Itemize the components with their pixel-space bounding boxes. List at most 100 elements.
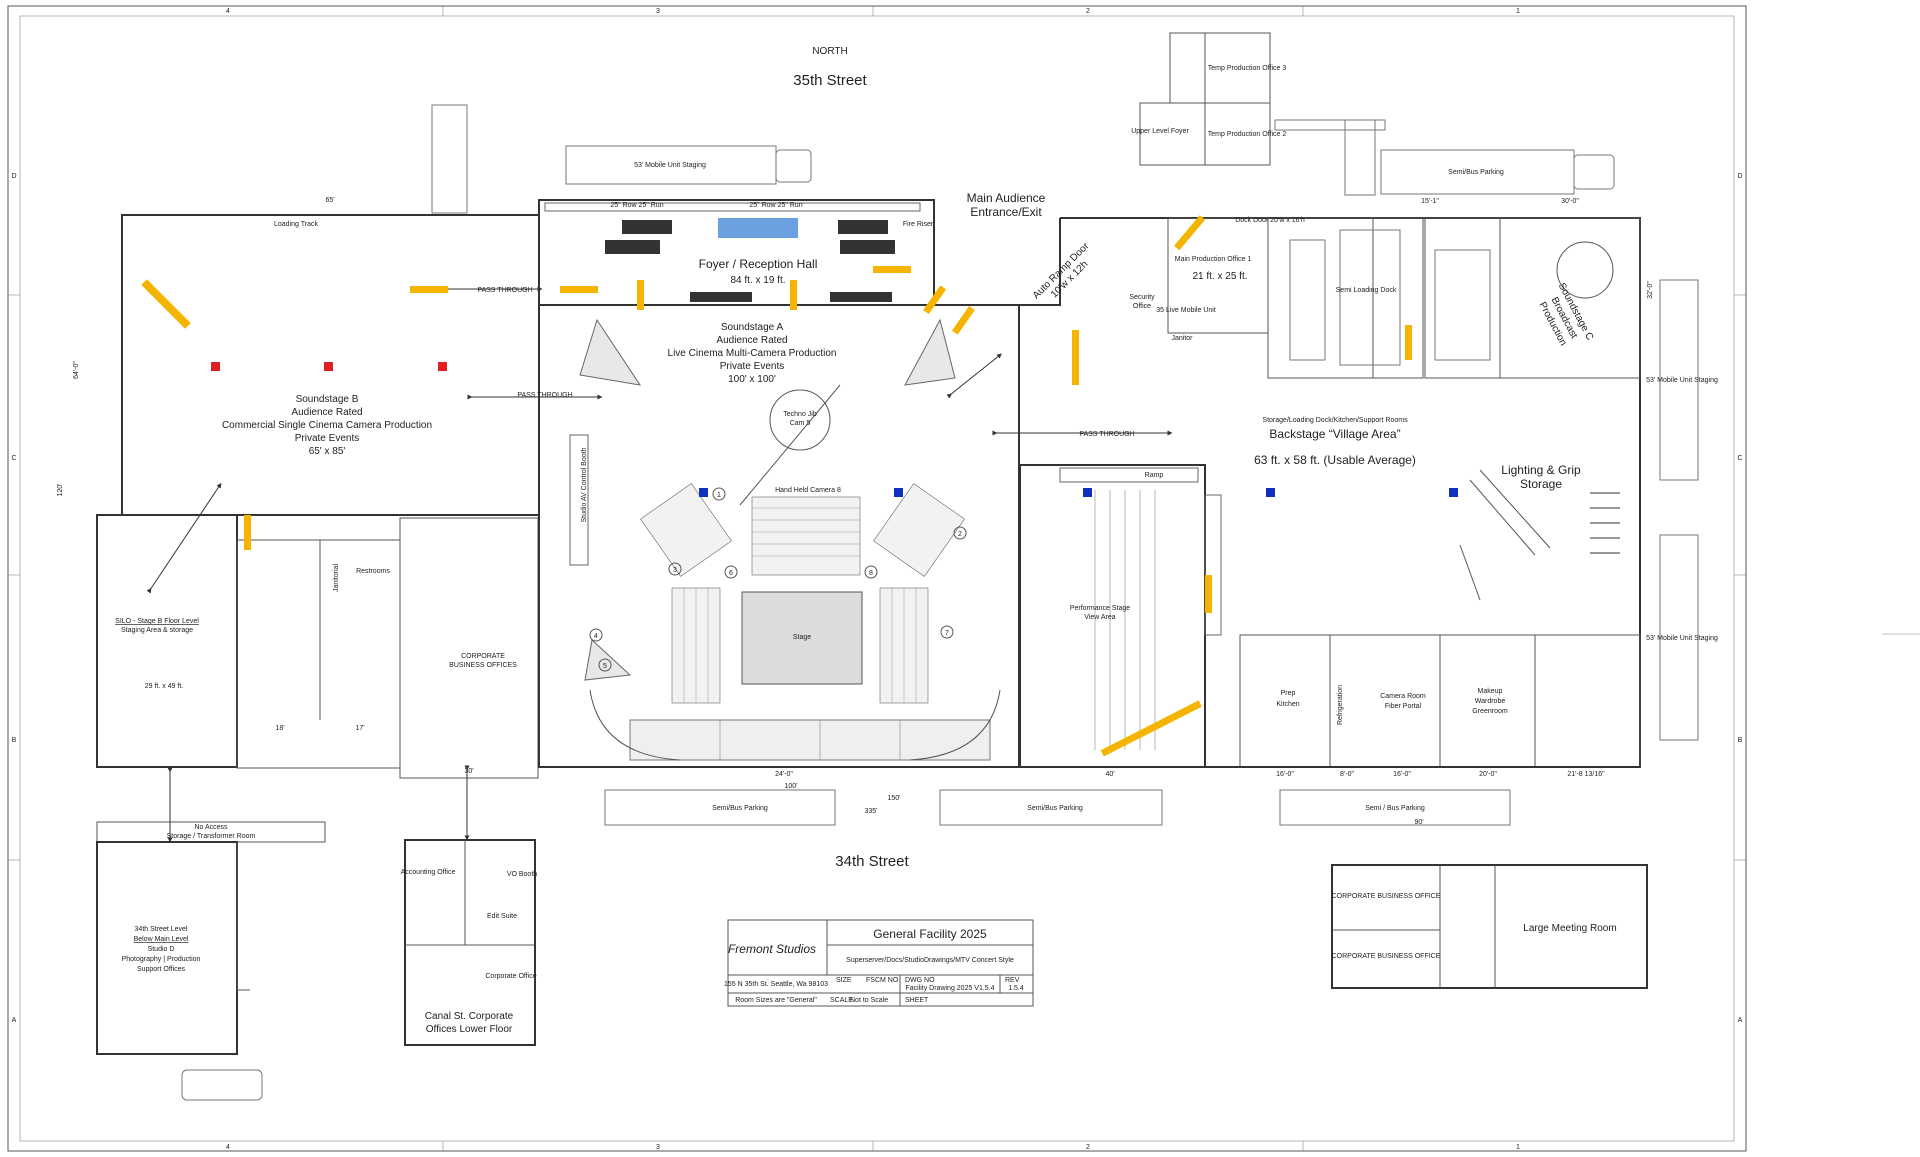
- row-label: A: [1738, 1017, 1743, 1024]
- red-markers: [211, 362, 447, 371]
- dimension-label: 32'-0": [1647, 281, 1654, 299]
- room-size-note: Room Sizes are "General": [735, 997, 817, 1004]
- camera-room-label: Fiber Portal: [1385, 703, 1422, 710]
- blue-markers: [699, 488, 1458, 497]
- camera-marker: 6: [724, 565, 738, 579]
- foyer-labels: Foyer / Reception Hall 84 ft. x 19 ft.: [699, 257, 818, 286]
- prep-kitchen-label: Prep: [1281, 690, 1296, 697]
- north-marker: NORTH: [812, 46, 847, 57]
- flow-arrow: [923, 285, 947, 315]
- backstage-size: 63 ft. x 58 ft. (Usable Average): [1254, 453, 1416, 467]
- scale-value: Not to Scale: [850, 997, 888, 1004]
- studio-d-label: Photography | Production: [122, 956, 201, 963]
- silo-size: 29 ft. x 49 ft.: [145, 683, 184, 690]
- dimension-label: 100': [784, 783, 797, 790]
- large-meeting-room-label: Large Meeting Room: [1523, 923, 1616, 934]
- semi-parking-label: Semi/Bus Parking: [712, 805, 768, 812]
- dimension-label: 16'-0": [1276, 771, 1294, 778]
- camera-markers: 1 2 3 4 5 6 7 8: [589, 487, 967, 672]
- handheld-camera-label: Hand Held Camera 8: [775, 487, 841, 494]
- performance-stage-label: Performance Stage: [1070, 605, 1130, 612]
- upper-foyer-label: Upper Level Foyer: [1131, 128, 1189, 135]
- backstage-details: [1289, 229, 1620, 601]
- dimension-label: 8'-0": [1340, 771, 1354, 778]
- support-room-labels: Main Production Office 1 21 ft. x 25 ft.…: [274, 65, 1397, 669]
- janitorial-label: Janitorial: [333, 564, 340, 592]
- semi-loading-label: Semi Loading Dock: [1336, 287, 1397, 294]
- svg-text:8: 8: [869, 570, 873, 577]
- backstage-labels: Storage/Loading Dock/Kitchen/Support Roo…: [775, 411, 1581, 725]
- south-street-label: 34th Street: [835, 853, 909, 870]
- makeup-label: Makeup: [1478, 688, 1503, 695]
- dimension-label: 21'-8 13/16": [1567, 771, 1605, 778]
- title-block-text: Fremont Studios General Facility 2025 Su…: [724, 927, 1024, 1004]
- svg-text:6: 6: [729, 570, 733, 577]
- pass-through-label: PASS THROUGH: [477, 287, 532, 294]
- corporate-offices-label: CORPORATE: [461, 653, 505, 660]
- dock-door-label: Dock Door 20'w x 16'h: [1235, 217, 1305, 224]
- flow-arrow: [244, 515, 251, 550]
- vo-booth-label: VO Booth: [507, 871, 537, 878]
- foyer-size: 84 ft. x 19 ft.: [730, 275, 785, 286]
- pass-through-label: PASS THROUGH: [517, 392, 572, 399]
- semi-parking-label: Semi/Bus Parking: [1448, 169, 1504, 176]
- grid-column-labels: 4 3 2 1 4 3 2 1: [226, 8, 1520, 1151]
- fscm-field-label: FSCM NO: [866, 977, 899, 984]
- studio-address: 155 N 35th St. Seattle, Wa 98103: [724, 981, 828, 988]
- security-office-label: Office: [1133, 303, 1151, 310]
- svg-text:2: 2: [958, 531, 962, 538]
- techno-jib-circle: [769, 389, 831, 451]
- lower-insets: [96, 821, 1648, 1055]
- col-label: 1: [1516, 8, 1520, 15]
- stage-b-label: Commercial Single Cinema Camera Producti…: [222, 420, 432, 431]
- stage-b-label: Soundstage B: [296, 394, 359, 405]
- dimension-label: 30': [464, 768, 473, 775]
- drawing-title: General Facility 2025: [873, 927, 987, 941]
- dimension-label: 16'-0": [1393, 771, 1411, 778]
- loading-track-label: Loading Track: [274, 221, 318, 228]
- svg-text:1: 1: [717, 492, 721, 499]
- blue-marker: [699, 488, 708, 497]
- col-label: 2: [1086, 8, 1090, 15]
- flow-arrow: [637, 280, 644, 310]
- flow-arrow: [1072, 330, 1079, 385]
- camera-marker: 4: [589, 628, 603, 642]
- live-mobile-label: 35 Live Mobile Unit: [1156, 307, 1216, 314]
- prep-kitchen-label: Kitchen: [1276, 701, 1299, 708]
- stage-a-label: Private Events: [720, 361, 784, 372]
- lighting-grip-label: Storage: [1520, 477, 1562, 491]
- edit-suite-label: Edit Suite: [487, 913, 517, 920]
- main-entrance-label: Main Audience: [967, 191, 1046, 205]
- techno-jib-label: Cam 5: [790, 420, 811, 427]
- col-label: 1: [1516, 1144, 1520, 1151]
- techno-jib-label: Techno Jib: [783, 411, 817, 418]
- sheet-field-label: SHEET: [905, 997, 929, 1004]
- semi-parking-label: Semi/Bus Parking: [1027, 805, 1083, 812]
- studio-d-label: Support Offices: [137, 966, 186, 973]
- fire-riser-label: Fire Riser: [903, 221, 934, 228]
- inset-labels: 34th Street Level Below Main Level Studi…: [122, 869, 1617, 1035]
- flow-arrow: [141, 279, 191, 329]
- scale-field-label: SCALE: [830, 997, 853, 1004]
- studio-logo: Fremont Studios: [728, 942, 816, 956]
- mobile-unit-label: 53' Mobile Unit Staging: [1646, 635, 1718, 642]
- camera-marker: 1: [712, 487, 726, 501]
- foyer-title: Foyer / Reception Hall: [699, 257, 818, 271]
- row-run-label: 25" Row 25" Run: [610, 202, 663, 209]
- row-label: C: [1737, 455, 1742, 462]
- col-label: 3: [656, 1144, 660, 1151]
- silo-labels: SILO - Stage B Floor Level Staging Area …: [115, 618, 199, 690]
- stage-label: Stage: [793, 634, 811, 641]
- canal-st-label: Canal St. Corporate: [425, 1011, 514, 1022]
- camera-marker: 3: [668, 562, 682, 576]
- stage-a-label: 100' x 100': [728, 374, 776, 385]
- flow-arrow: [560, 286, 598, 293]
- pass-through-label: PASS THROUGH: [1079, 431, 1134, 438]
- flow-arrow: [873, 266, 911, 273]
- corporate-office-label: Corporate Office: [485, 973, 536, 980]
- mobile-unit-label: 53' Mobile Unit Staging: [634, 162, 706, 169]
- stage-a-label: Live Cinema Multi-Camera Production: [668, 348, 837, 359]
- svg-text:3: 3: [673, 567, 677, 574]
- sheet-border: [7, 5, 1920, 1152]
- silo-label: SILO - Stage B Floor Level: [115, 618, 199, 625]
